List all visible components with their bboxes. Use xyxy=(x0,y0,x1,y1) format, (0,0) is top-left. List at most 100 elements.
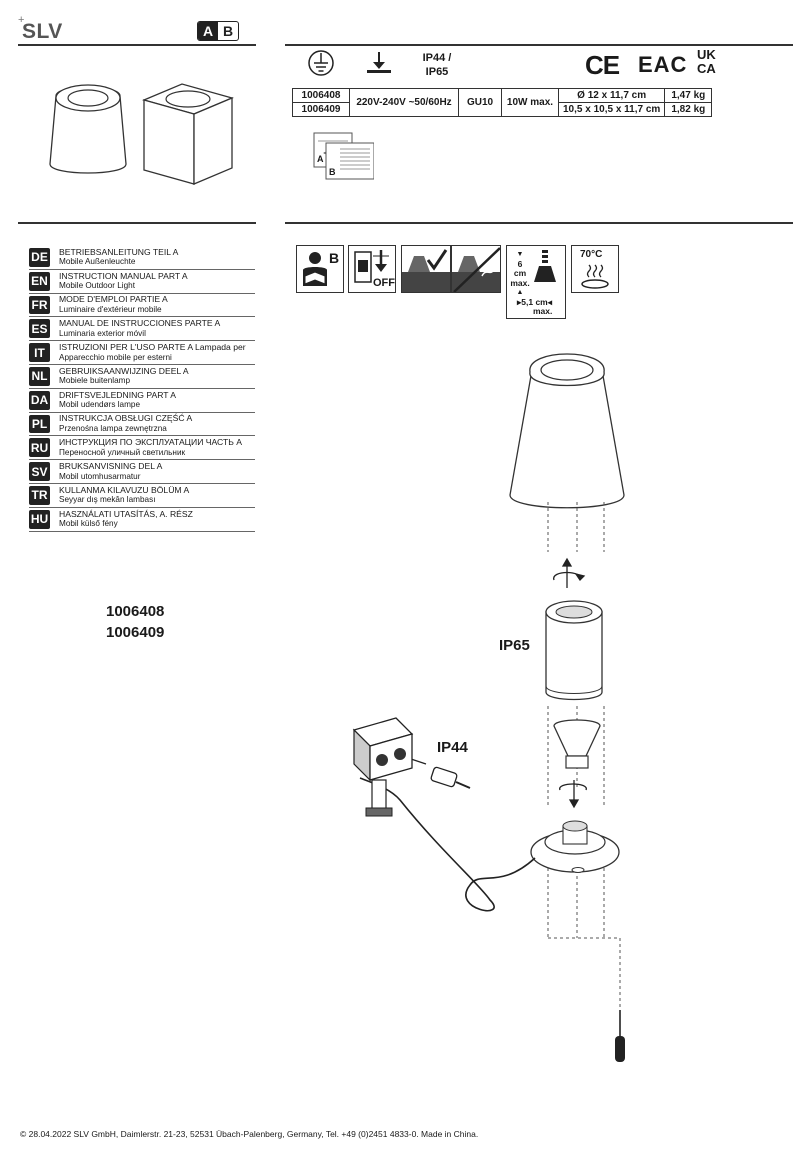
language-subtitle: Mobile Outdoor Light xyxy=(59,281,136,291)
ukca-mark-icon: UK CA xyxy=(697,47,716,76)
language-title: BRUKSANVISNING DEL A xyxy=(59,461,163,472)
twist-lock-icon xyxy=(553,557,586,588)
brand-name: SLV xyxy=(22,20,63,43)
assembly-diagram xyxy=(352,353,625,1062)
language-code: SV xyxy=(29,462,50,481)
language-title: KULLANMA KILAVUZU BÖLÜM A xyxy=(59,484,190,495)
header-rule-left xyxy=(18,44,256,46)
header-rule-right xyxy=(285,44,793,46)
doc-a-label: A xyxy=(317,154,324,164)
power-cell: 10W max. xyxy=(501,88,559,117)
language-code: PL xyxy=(29,414,50,434)
distance-top-value: 6 xyxy=(517,258,523,269)
minimum-distance-icon: ▼ 6 cm max. ▲ ▸5,1 cm◂ max. xyxy=(506,245,566,319)
footer-copyright: © 28.04.2022 SLV GmbH, Daimlerstr. 21-23… xyxy=(20,1129,479,1139)
specs-table: 1006408 220V-240V ~50/60Hz GU10 10W max.… xyxy=(292,88,713,117)
table-row: 1006408 220V-240V ~50/60Hz GU10 10W max.… xyxy=(292,88,713,117)
language-title: MODE D'EMPLOI PARTIE A xyxy=(59,294,168,305)
suitable-ground-icon xyxy=(401,245,451,293)
manual-b-label: B xyxy=(329,250,340,266)
language-row-it: IT ISTRUZIONI PER L'USO PARTE A Lampada p… xyxy=(29,341,255,365)
surface-temperature-icon: 70°C xyxy=(571,245,619,293)
dimensions-cell: 10,5 x 10,5 x 11,7 cm xyxy=(557,102,666,117)
screwdriver-icon xyxy=(615,1010,625,1062)
language-title: MANUAL DE INSTRUCCIONES PARTE A xyxy=(59,318,221,329)
article-cell: 1006408 xyxy=(292,88,350,103)
power-cable xyxy=(359,777,536,912)
language-title: GEBRUIKSAANWIJZING DEEL A xyxy=(59,365,189,376)
language-subtitle: Luminaria exterior móvil xyxy=(59,328,146,338)
language-title: INSTRUCTION MANUAL PART A xyxy=(59,270,188,281)
off-label: OFF xyxy=(373,277,395,289)
dimensions-cell: Ø 12 x 11,7 cm xyxy=(557,88,666,103)
earth-ground-icon xyxy=(308,50,334,76)
article-cell: 1006409 xyxy=(292,102,350,117)
article-number-1: 1006408 xyxy=(106,603,165,620)
brand-logo: + SLV xyxy=(18,14,63,43)
language-subtitle: Mobil külső fény xyxy=(59,519,118,529)
language-title: HASZNÁLATI UTASÍTÁS, A. RÉSZ xyxy=(59,508,193,519)
language-subtitle: Mobil udendørs lampe xyxy=(59,400,141,410)
language-title: BETRIEBSANLEITUNG TEIL A xyxy=(59,246,179,257)
section-rule-right xyxy=(285,222,793,224)
language-title: ИНСТРУКЦИЯ ПО ЭКСПЛУАТАЦИИ ЧАСТЬ А xyxy=(59,437,242,448)
ip65-lamp-insert xyxy=(545,600,603,701)
language-subtitle: Seyyar dış mekân lambası xyxy=(59,495,156,505)
lamp-shade xyxy=(509,353,625,509)
ip44-label: IP44 xyxy=(437,739,468,756)
language-title: INSTRUKCJA OBSŁUGI CZĘŚĆ A xyxy=(59,413,193,424)
part-selector-badge: A B xyxy=(197,21,239,41)
round-lamp-thumbnail xyxy=(49,84,127,174)
article-number-2: 1006409 xyxy=(106,624,165,641)
distance-top-max: max. xyxy=(510,277,530,288)
ce-mark-icon: CE xyxy=(585,50,620,80)
language-code: EN xyxy=(29,271,50,291)
language-subtitle: Apparecchio mobile per esterni xyxy=(59,352,172,362)
language-subtitle: Mobiele buitenlamp xyxy=(59,376,131,386)
language-subtitle: Luminaire d'extérieur mobile xyxy=(59,304,162,314)
language-subtitle: Przenośna lampa zewnętrzna xyxy=(59,423,167,433)
mounting-surface-icon xyxy=(367,52,391,73)
voltage-cell: 220V-240V ~50/60Hz xyxy=(349,88,459,117)
weight-cell: 1,47 kg xyxy=(664,88,713,103)
switch-off-icon: OFF xyxy=(348,245,396,293)
language-title: DRIFTSVEJLEDNING PART A xyxy=(59,389,176,400)
doc-b-label: B xyxy=(329,167,336,177)
outdoor-socket xyxy=(352,717,414,817)
language-code: DA xyxy=(29,390,50,410)
square-lamp-thumbnail xyxy=(142,83,234,185)
language-code: FR xyxy=(29,295,50,315)
product-thumbnails xyxy=(49,83,234,185)
heat-icon xyxy=(581,264,609,289)
part-a-tag: A xyxy=(198,22,218,40)
eac-mark-icon: EAC xyxy=(638,52,688,77)
distance-side-value: 5,1 cm xyxy=(521,297,548,307)
language-code: ES xyxy=(29,319,50,339)
temperature-label: 70°C xyxy=(580,249,603,260)
gu10-bulb xyxy=(553,719,601,769)
language-code: DE xyxy=(29,248,50,267)
distance-top-unit: cm xyxy=(513,268,527,278)
read-manual-icon: B xyxy=(296,245,344,293)
language-code: IT xyxy=(29,343,50,362)
ip44-plug xyxy=(430,766,471,789)
ip65-label: IP65 xyxy=(499,637,530,654)
language-subtitle: Mobil utomhusarmatur xyxy=(59,471,141,481)
unsuitable-ground-icon xyxy=(451,245,501,293)
twist-insert-icon xyxy=(559,780,587,809)
socket-cell: GU10 xyxy=(458,88,502,117)
part-b-tag: B xyxy=(222,23,234,39)
distance-side-max: max. xyxy=(533,306,553,316)
language-title: ISTRUZIONI PER L'USO PARTE A Lampada per xyxy=(59,342,246,353)
